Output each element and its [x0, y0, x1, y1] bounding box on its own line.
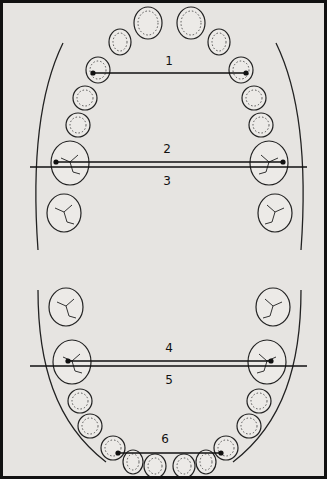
callout-number: 5 — [163, 373, 175, 387]
callout-number: 6 — [159, 432, 171, 446]
tooth — [68, 389, 92, 413]
measurement-point — [280, 159, 285, 164]
tooth — [144, 454, 166, 476]
measurement-point — [90, 70, 95, 75]
tooth — [173, 454, 195, 476]
label-layer: 1 2 3 4 5 6 — [3, 3, 324, 476]
measurement-line — [68, 360, 271, 361]
tooth — [208, 29, 230, 55]
tooth — [256, 288, 290, 326]
measurement-point — [65, 358, 70, 363]
tooth — [53, 340, 91, 384]
callout-number: 3 — [161, 174, 173, 188]
tooth — [250, 141, 288, 185]
measurement-point — [115, 450, 120, 455]
tooth — [73, 86, 97, 110]
tooth — [86, 57, 110, 83]
tooth — [249, 113, 273, 137]
tooth — [247, 389, 271, 413]
measurement-line — [30, 166, 307, 167]
measurement-line — [118, 452, 221, 453]
tooth — [229, 57, 253, 83]
tooth — [49, 288, 83, 326]
tooth — [66, 113, 90, 137]
callout-number: 1 — [163, 54, 175, 68]
tooth — [248, 340, 286, 384]
tooth — [134, 7, 162, 39]
measurement-point — [53, 159, 58, 164]
tooth — [237, 414, 261, 438]
measurement-line — [30, 365, 307, 366]
tooth — [242, 86, 266, 110]
callout-number: 2 — [161, 142, 173, 156]
callout-number: 4 — [163, 341, 175, 355]
dental-arches — [3, 3, 324, 476]
measurement-point — [243, 70, 248, 75]
tooth — [101, 436, 125, 460]
measurement-point — [268, 358, 273, 363]
tooth — [177, 7, 205, 39]
tooth — [51, 141, 89, 185]
measurement-line — [56, 161, 283, 162]
measurement-line — [93, 72, 246, 73]
tooth — [258, 194, 292, 232]
tooth — [109, 29, 131, 55]
tooth — [47, 194, 81, 232]
measurement-point — [218, 450, 223, 455]
tooth — [78, 414, 102, 438]
tooth — [214, 436, 238, 460]
